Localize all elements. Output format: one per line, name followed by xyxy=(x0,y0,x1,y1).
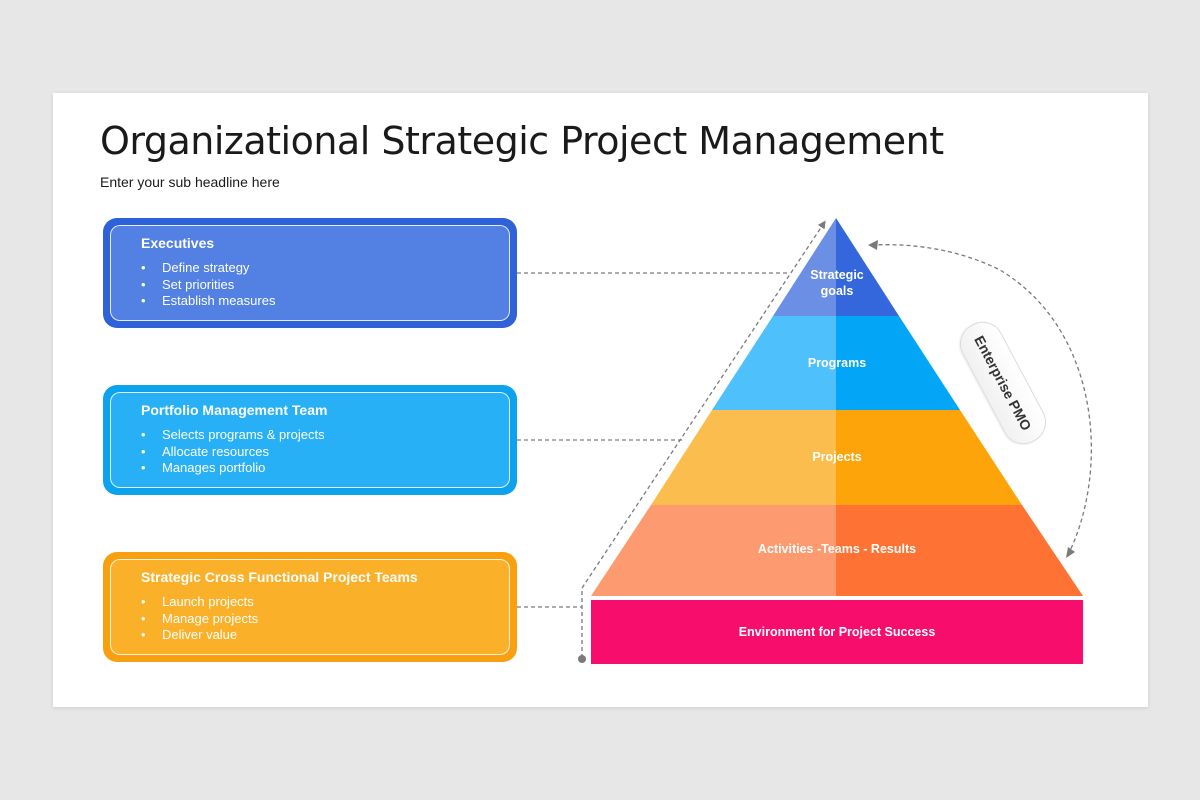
card-inner-border xyxy=(110,225,510,321)
list-item: • Launch projects xyxy=(141,594,258,611)
card-executives: Executives • Define strategy • Set priorit… xyxy=(103,218,517,328)
bullet-icon: • xyxy=(141,293,146,308)
card-title: Executives xyxy=(141,235,215,251)
list-item: • Define strategy xyxy=(141,260,275,277)
tier-label-programs: Programs xyxy=(807,356,867,370)
card-title: Strategic Cross Functional Project Teams xyxy=(141,569,418,585)
tier-label-line: goals xyxy=(820,284,854,298)
list-item: • Selects programs & projects xyxy=(141,427,325,444)
bullet-icon: • xyxy=(141,260,146,275)
slide: Organizational Strategic Project Managem… xyxy=(53,93,1148,707)
bullet-icon: • xyxy=(141,627,146,642)
list-item: • Set priorities xyxy=(141,277,275,294)
curved-dashed-arrow xyxy=(872,244,1092,556)
tier-activities-right xyxy=(836,505,1083,596)
list-item-text: Establish measures xyxy=(162,293,276,308)
list-item: • Allocate resources xyxy=(141,444,325,461)
tier-label-strategic-goals: Strategic goals xyxy=(810,267,864,299)
tier-label-line: Strategic xyxy=(810,268,864,282)
list-item-text: Define strategy xyxy=(162,260,250,275)
tier-strategic-goals-left xyxy=(773,218,836,316)
bullet-icon: • xyxy=(141,610,146,626)
bullet-icon: • xyxy=(141,460,146,475)
arrow-origin-dot xyxy=(578,655,586,663)
list-item: • Establish measures xyxy=(141,293,275,310)
list-item-text: Manage projects xyxy=(162,610,259,626)
list-item-text: Manages portfolio xyxy=(162,460,266,475)
tier-projects-left xyxy=(651,410,836,505)
card-title: Portfolio Management Team xyxy=(141,402,328,418)
tier-strategic-goals-right xyxy=(836,218,899,316)
list-item-text: Launch projects xyxy=(162,594,254,609)
arrowhead-left-icon xyxy=(868,240,878,250)
tier-programs-left xyxy=(712,316,836,410)
list-item: • Manage projects xyxy=(141,611,258,628)
sub-headline: Enter your sub headline here xyxy=(100,174,280,190)
tier-label-projects: Projects xyxy=(812,450,862,464)
list-item-text: Set priorities xyxy=(162,276,235,292)
list-item-text: Allocate resources xyxy=(162,443,269,459)
list-item: • Deliver value xyxy=(141,627,258,644)
tier-activities-left xyxy=(591,505,836,596)
list-item-text: Selects programs & projects xyxy=(162,427,325,442)
tier-programs-right xyxy=(836,316,960,410)
tier-projects-right xyxy=(836,410,1022,505)
list-item: • Manages portfolio xyxy=(141,460,325,477)
bullet-icon: • xyxy=(141,443,146,459)
upward-dashed-arrow xyxy=(581,220,826,658)
page-title: Organizational Strategic Project Managem… xyxy=(100,119,944,163)
arrowhead-down-icon xyxy=(1066,547,1075,558)
card-strategic-cross-functional-teams: Strategic Cross Functional Project Teams… xyxy=(103,552,517,662)
tier-label-activities: Activities -Teams - Results xyxy=(757,542,917,556)
card-bullet-list: • Launch projects • Manage projects • Deliv… xyxy=(141,594,258,644)
card-inner-border xyxy=(110,559,510,655)
base-label-environment: Environment for Project Success xyxy=(738,625,936,639)
bullet-icon: • xyxy=(141,594,146,609)
bullet-icon: • xyxy=(141,427,146,442)
card-inner-border xyxy=(110,392,510,488)
bullet-icon: • xyxy=(141,276,146,292)
list-item-text: Deliver value xyxy=(162,627,238,642)
card-portfolio-management-team: Portfolio Management Team • Selects progr… xyxy=(103,385,517,495)
card-bullet-list: • Define strategy • Set priorities • Establ… xyxy=(141,260,275,310)
card-bullet-list: • Selects programs & projects • Allocate r… xyxy=(141,427,325,477)
base-environment-bar xyxy=(591,600,1083,664)
